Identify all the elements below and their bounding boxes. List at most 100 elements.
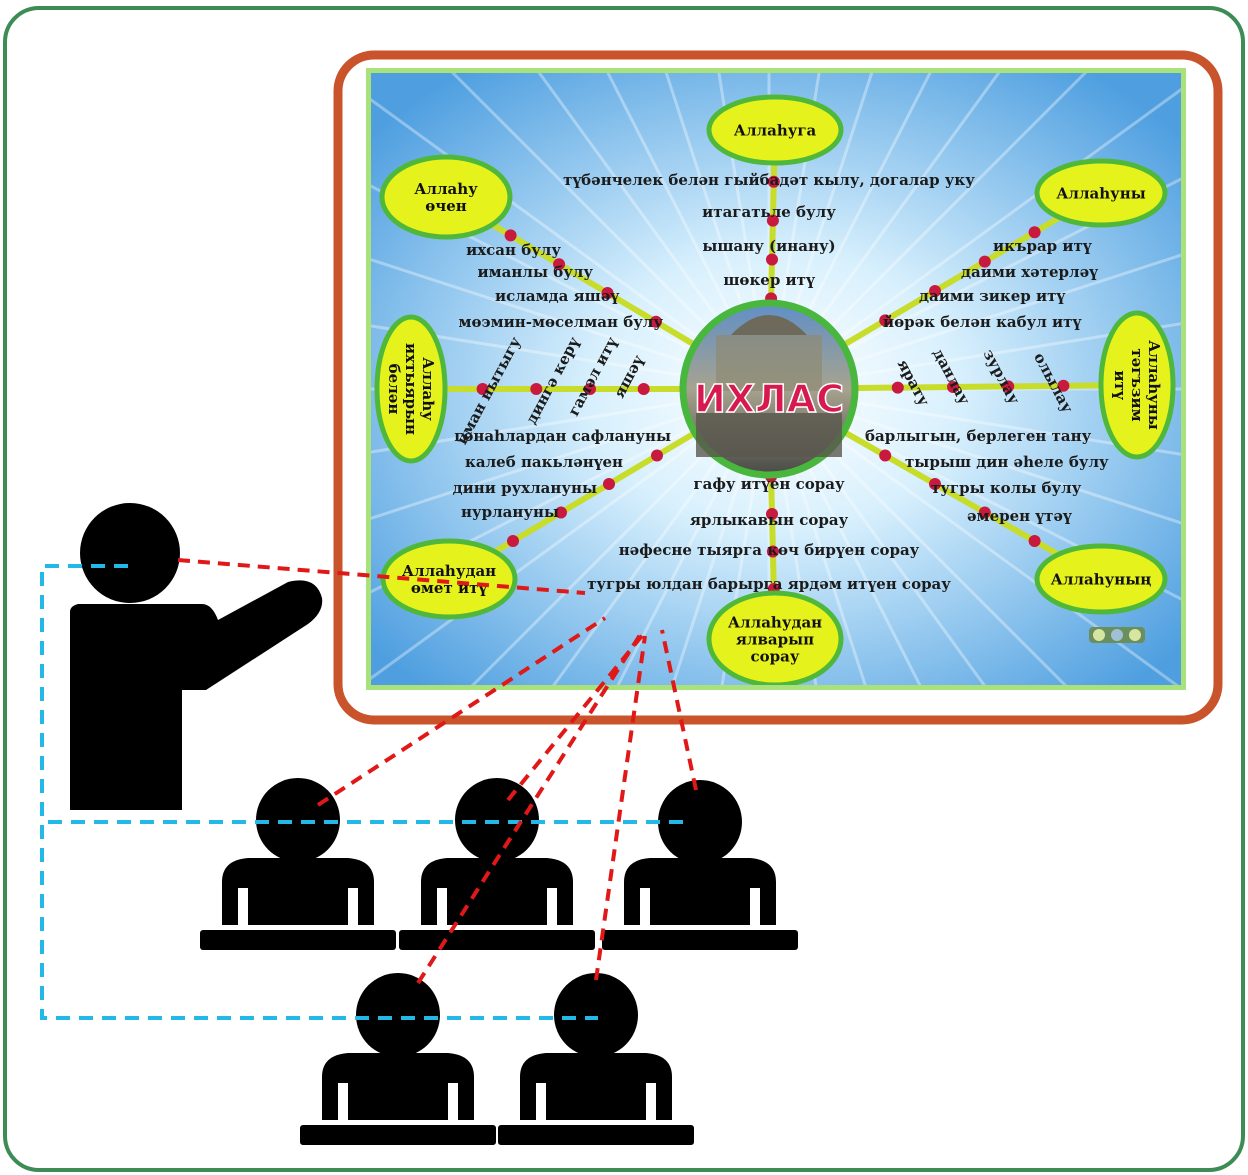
node-ellipse [706,94,844,166]
node-left: Аллаһуихтыярынбелән [374,314,448,464]
spoke-dot [891,381,904,394]
phrase-bottom: тугры юлдан барырга ярдәм итүен сорау [587,575,951,593]
node-label-line: ялварып [736,630,814,648]
phrase-top-left: мөэмин-мөселман булу [458,313,663,331]
node-label: Аллаһуга [734,121,817,139]
student-icon [399,778,595,950]
light-ray [371,97,770,391]
phrase-bottom: гафу итүен сорау [693,475,844,493]
spoke-dot [929,285,941,297]
light-ray [767,388,867,685]
light-ray [768,387,1181,601]
phrase-top: итагатьле булу [702,203,836,221]
spoke-dot [637,383,650,395]
node-label: Аллаһуихтыярынбелән [385,343,437,435]
spoke-dot [766,214,779,227]
light-ray [768,387,1179,685]
light-ray [768,387,1181,525]
light-ray [767,73,874,390]
light-ray [606,73,771,390]
teacher-icon [70,503,323,810]
spoke-dot [603,478,615,490]
phrase-bottom-right: тырыш дин әһеле булу [905,453,1109,471]
logo-icons [1089,627,1145,643]
student-icon [498,973,694,1145]
light-ray [767,73,1088,391]
spoke-dot [476,383,489,395]
node-ellipse [379,154,513,240]
phrase-bottom-right: әмерен үтәү [967,507,1073,525]
phrase-top: ышану (инану) [702,237,835,255]
node-bottom-right: Аллаһуның [1034,543,1168,615]
student-icon [602,780,798,950]
light-ray [371,387,770,594]
phrase-top-left: исламда яшәү [495,287,620,305]
phrase-bottom-left: калеб пакьләнүен [465,453,623,471]
node-label: Аллаһуның [1051,570,1152,588]
light-ray [768,253,1181,391]
phrase-top-right: даими зикер итү [919,287,1066,305]
light-ray [767,73,932,390]
node-ellipse [706,590,844,685]
outer-frame [3,6,1245,1172]
phrase-bottom: нәфесне тыярга көч бирүен сорау [619,541,920,559]
spoke-dot [879,314,892,327]
light-ray [664,73,771,390]
phrase-top-left: ихсан булу [466,241,561,259]
node-label-line: Аллаһуның [1051,570,1152,588]
spoke-dot [504,229,517,242]
node-label-line: Аллаһудан [728,613,822,631]
light-ray [450,73,771,391]
light-ray [552,388,771,685]
spoke-dot [1002,380,1015,393]
spoke-dot [507,535,519,547]
node-label-line: итү [1111,370,1129,400]
node-label-line: Аллаһудан [402,562,496,580]
student-icon [200,778,396,950]
phrase-top-right: йөрәк белән кабул итү [883,313,1082,331]
phrase-bottom-left: нурлануны [461,503,559,521]
spoke-dot [766,508,778,520]
center-emblem: ИХЛАС [679,299,859,479]
node-top-right: Аллаһуны [1034,158,1168,228]
phrase-top-left: иманлы булу [478,263,594,281]
spoke-dot [553,258,566,271]
phrase-top: шөкер итү [723,271,816,289]
spoke-dot [929,478,941,490]
spoke-dot [555,506,567,519]
spoke-dot [978,255,991,268]
spoke-dot [530,383,543,395]
spoke-dot [766,545,779,558]
node-ellipse [1098,310,1176,460]
phrase-top-right: даими хәтерләү [961,263,1099,281]
light-ray [767,388,986,685]
spoke-dot [767,175,780,188]
node-label-line: тәгъзим [1128,348,1146,421]
spoke-dot [978,506,991,519]
light-ray [537,73,771,390]
phrase-bottom-right: барлыгын, берлеген тану [865,427,1092,445]
phrase-top: түбәнчелек белән гыйбадәт кылу, догалар … [563,171,975,189]
poster: түбәнчелек белән гыйбадәт кылу, догалар … [371,73,1181,685]
spoke-dot [766,253,778,266]
phrase-bottom-left: дини рухлануны [453,479,597,497]
node-label-line: Аллаһуны [1145,340,1163,430]
node-label-line: өчен [425,197,467,215]
light-ray [768,322,1181,391]
node-label: Аллаһунытәгъзимитү [1111,340,1163,430]
node-ellipse [374,314,448,464]
light-ray [768,87,1181,391]
node-right: Аллаһунытәгъзимитү [1098,310,1176,460]
light-ray [371,258,770,391]
spoke-dot [1028,535,1041,547]
node-label-line: сорау [751,647,800,665]
light-ray [768,177,1181,391]
node-label-line: Аллаһу [419,357,437,421]
node-label-line: Аллаһу [414,180,478,198]
spoke-dot [649,315,662,328]
